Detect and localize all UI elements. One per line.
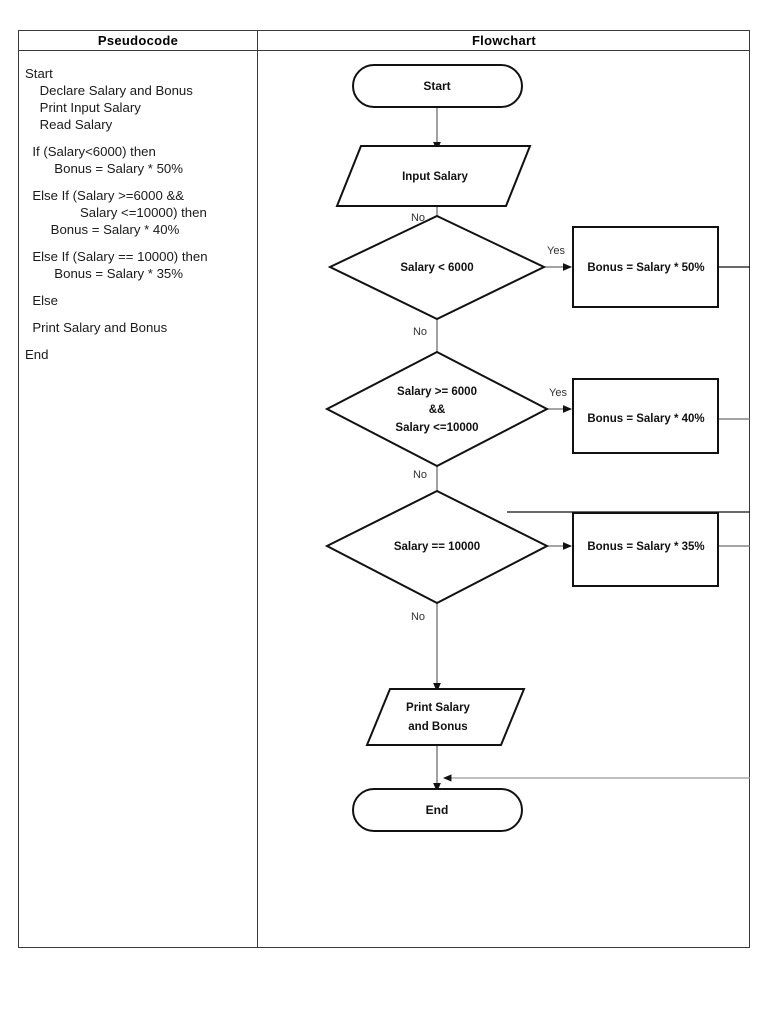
node-process-bonus-35[interactable]: Bonus = Salary * 35% [572, 512, 719, 587]
column-header-flowchart: Flowchart [471, 33, 537, 48]
decision2-label-line3: Salary <=10000 [395, 422, 478, 434]
print-label-line2: and Bonus [408, 721, 467, 733]
input-parallelogram-shape [335, 145, 532, 207]
process3-label: Bonus = Salary * 35% [587, 541, 704, 553]
process1-rect-shape [572, 226, 719, 308]
pseudocode-blank-line [25, 336, 257, 346]
process2-rect-shape [572, 378, 719, 454]
pseudocode-line: If (Salary<6000) then [25, 144, 156, 159]
pseudocode-line: Else If (Salary >=6000 && [25, 188, 185, 203]
print-parallelogram-shape [365, 688, 526, 746]
pseudocode-blank-line [25, 177, 257, 187]
print-label-line1: Print Salary [406, 702, 471, 714]
start-terminator-shape [352, 64, 523, 108]
end-terminator-shape [352, 788, 523, 832]
pseudocode-line: Else If (Salary == 10000) then [25, 249, 208, 264]
decision1-label: Salary < 6000 [400, 262, 473, 274]
decision1-diamond-shape [327, 214, 547, 321]
edge-label-input-no: No [411, 212, 425, 224]
decision2-label-line2: && [429, 404, 446, 416]
pseudocode-line: Print Salary and Bonus [25, 320, 168, 335]
node-input-salary[interactable]: Input Salary [335, 145, 532, 207]
input-salary-label: Input Salary [402, 171, 468, 183]
pseudocode-blank-line [25, 133, 257, 143]
pseudocode-line: Else [25, 293, 58, 308]
start-label: Start [423, 79, 450, 93]
flowchart-panel: Start Input Salary No Salary < 6000 Yes … [258, 51, 750, 948]
pseudocode-panel: Start Declare Salary and Bonus Print Inp… [19, 51, 257, 948]
column-divider [257, 31, 258, 947]
node-process-bonus-40[interactable]: Bonus = Salary * 40% [572, 378, 719, 454]
pseudocode-line: Bonus = Salary * 50% [25, 161, 183, 176]
pseudocode-blank-line [25, 309, 257, 319]
edge-label-decision2-yes: Yes [549, 387, 567, 399]
edge-label-decision2-no: No [413, 469, 427, 481]
pseudocode-line: Declare Salary and Bonus [25, 83, 193, 98]
node-end[interactable]: End [352, 788, 523, 832]
pseudocode-line: Bonus = Salary * 35% [25, 266, 183, 281]
decision3-diamond-shape [324, 489, 550, 605]
pseudocode-blank-line [25, 238, 257, 248]
pseudocode-line: Salary <=10000) then [25, 205, 207, 220]
table-header-row [19, 31, 749, 51]
pseudocode-blank-line [25, 282, 257, 292]
pseudocode-line: Bonus = Salary * 40% [25, 222, 180, 237]
pseudocode-flowchart-table: Pseudocode Flowchart Start Declare Salar… [18, 30, 750, 948]
pseudocode-line: Start [25, 66, 53, 81]
process2-label: Bonus = Salary * 40% [587, 413, 704, 425]
node-process-bonus-50[interactable]: Bonus = Salary * 50% [572, 226, 719, 308]
decision3-label: Salary == 10000 [394, 541, 480, 553]
pseudocode-line: End [25, 347, 49, 362]
node-decision-salary-eq-10000[interactable]: Salary == 10000 [324, 489, 550, 605]
end-label: End [426, 803, 449, 817]
decision2-diamond-shape [324, 350, 550, 468]
process3-rect-shape [572, 512, 719, 587]
node-print-salary-bonus[interactable]: Print Salary and Bonus [365, 688, 526, 746]
node-start[interactable]: Start [352, 64, 523, 108]
edge-label-decision1-no: No [413, 326, 427, 338]
node-decision-salary-range[interactable]: Salary >= 6000 && Salary <=10000 [324, 350, 550, 468]
column-header-pseudocode: Pseudocode [97, 33, 179, 48]
process1-label: Bonus = Salary * 50% [587, 262, 704, 274]
pseudocode-line: Read Salary [25, 117, 113, 132]
decision2-label-line1: Salary >= 6000 [397, 386, 477, 398]
edge-label-decision1-yes: Yes [547, 245, 565, 257]
node-decision-salary-lt-6000[interactable]: Salary < 6000 [327, 214, 547, 321]
pseudocode-line: Print Input Salary [25, 100, 141, 115]
edge-label-decision3-no: No [411, 611, 425, 623]
